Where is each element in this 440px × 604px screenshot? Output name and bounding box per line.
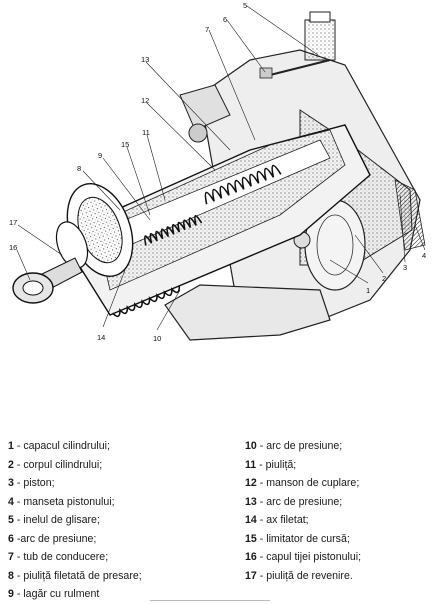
callout-7: 7 [205, 25, 209, 34]
legend-number: 17 [245, 569, 257, 582]
legend-text: - limitator de cursă; [256, 532, 350, 545]
callout-5: 5 [243, 1, 247, 10]
leader-lines [16, 5, 426, 331]
legend-item: 6 -arc de presiune; [8, 530, 233, 549]
callout-13: 13 [141, 55, 149, 64]
legend-item: 13 - arc de presiune; [245, 493, 435, 512]
legend-text: - piuliță filetată de presare; [13, 569, 142, 582]
legend-item: 1 - capacul cilindrului; [8, 437, 233, 456]
legend-text: -arc de presiune; [13, 532, 97, 545]
legend-text: - lagăr cu rulment [13, 588, 100, 600]
legend-item: 14 - ax filetat; [245, 511, 435, 530]
legend-number: 6 [8, 532, 14, 545]
legend-item: 2 - corpul cilindrului; [8, 456, 233, 475]
legend-number: 15 [245, 532, 257, 545]
legend-item: 5 - inelul de glisare; [8, 511, 233, 530]
legend-number: 14 [245, 514, 257, 526]
legend-item: 8 - piuliță filetată de presare; [8, 567, 233, 586]
callout-11: 11 [142, 128, 150, 137]
legend-text: - piston; [13, 477, 55, 489]
rear-flange [55, 183, 134, 277]
legend-number: 2 [8, 458, 14, 471]
legend-item: 16 - capul tijei pistonului; [245, 548, 435, 567]
legend-text: - piuliță; [256, 458, 297, 471]
callout-3: 3 [403, 263, 407, 272]
mounting-bracket [164, 84, 331, 341]
legend-text: - inelul de glisare; [13, 514, 100, 526]
legend-number: 8 [8, 569, 14, 582]
legend-text: - capul tijei pistonului; [256, 551, 362, 563]
legend-right-column: 10 - arc de presiune; 11 - piuliță; 12 -… [245, 437, 435, 585]
callout-9: 9 [98, 151, 102, 160]
legend-item: 17 - piuliță de revenire. [245, 567, 435, 586]
legend-number: 4 [8, 495, 14, 508]
legend-item: 9 - lagăr cu rulment [8, 585, 233, 604]
legend-left-column: 1 - capacul cilindrului; 2 - corpul cili… [8, 437, 233, 604]
pressure-spring-coils [111, 164, 282, 318]
legend-text: - arc de presiune; [256, 495, 343, 508]
legend-item: 4 - manseta pistonului; [8, 493, 233, 512]
legend-item: 12 - manson de cuplare; [245, 474, 435, 493]
legend-number: 7 [8, 551, 14, 563]
callout-6: 6 [223, 15, 227, 24]
footer-divider [150, 600, 270, 601]
legend-item: 10 - arc de presiune; [245, 437, 435, 456]
callout-15: 15 [121, 140, 129, 149]
legend-text: - manson de cuplare; [256, 477, 360, 489]
legend-item: 7 - tub de conducere; [8, 548, 233, 567]
legend-number: 13 [245, 495, 257, 508]
legend-text: - manseta pistonului; [13, 495, 115, 508]
callout-2: 2 [382, 274, 386, 283]
callout-14: 14 [97, 333, 105, 342]
legend-item: 15 - limitator de cursă; [245, 530, 435, 549]
legend-number: 3 [8, 477, 14, 489]
callout-8: 8 [77, 164, 81, 173]
legend-text: - ax filetat; [256, 514, 309, 526]
cylinder-cutaway-drawing: 1 2 3 4 5 6 7 8 9 10 11 12 13 14 15 16 1… [9, 1, 426, 343]
legend-number: 11 [245, 458, 257, 471]
callout-17: 17 [9, 218, 17, 227]
legend-number: 16 [245, 551, 257, 563]
callout-16: 16 [9, 243, 17, 252]
legend-text: - capacul cilindrului; [13, 440, 110, 452]
legend-item: 11 - piuliță; [245, 456, 435, 475]
legend-text: - tub de conducere; [13, 551, 109, 563]
cylinder-body [58, 124, 371, 316]
legend-number: 9 [8, 588, 14, 600]
legend-text: - piuliță de revenire. [256, 569, 353, 582]
callout-4: 4 [422, 251, 426, 260]
top-fitting [259, 11, 336, 79]
piston-rod-head [12, 257, 83, 304]
callout-labels: 1 2 3 4 5 6 7 8 9 10 11 12 13 14 15 16 1… [9, 1, 426, 343]
legend-number: 1 [8, 440, 14, 452]
legend-item: 3 - piston; [8, 474, 233, 493]
legend-text: - corpul cilindrului; [13, 458, 103, 471]
legend-number: 10 [245, 440, 257, 452]
callout-12: 12 [141, 96, 149, 105]
legend-text: - arc de presiune; [256, 440, 343, 452]
legend-number: 5 [8, 514, 14, 526]
callout-10: 10 [153, 334, 161, 343]
callout-1: 1 [366, 286, 370, 295]
legend-number: 12 [245, 477, 257, 489]
